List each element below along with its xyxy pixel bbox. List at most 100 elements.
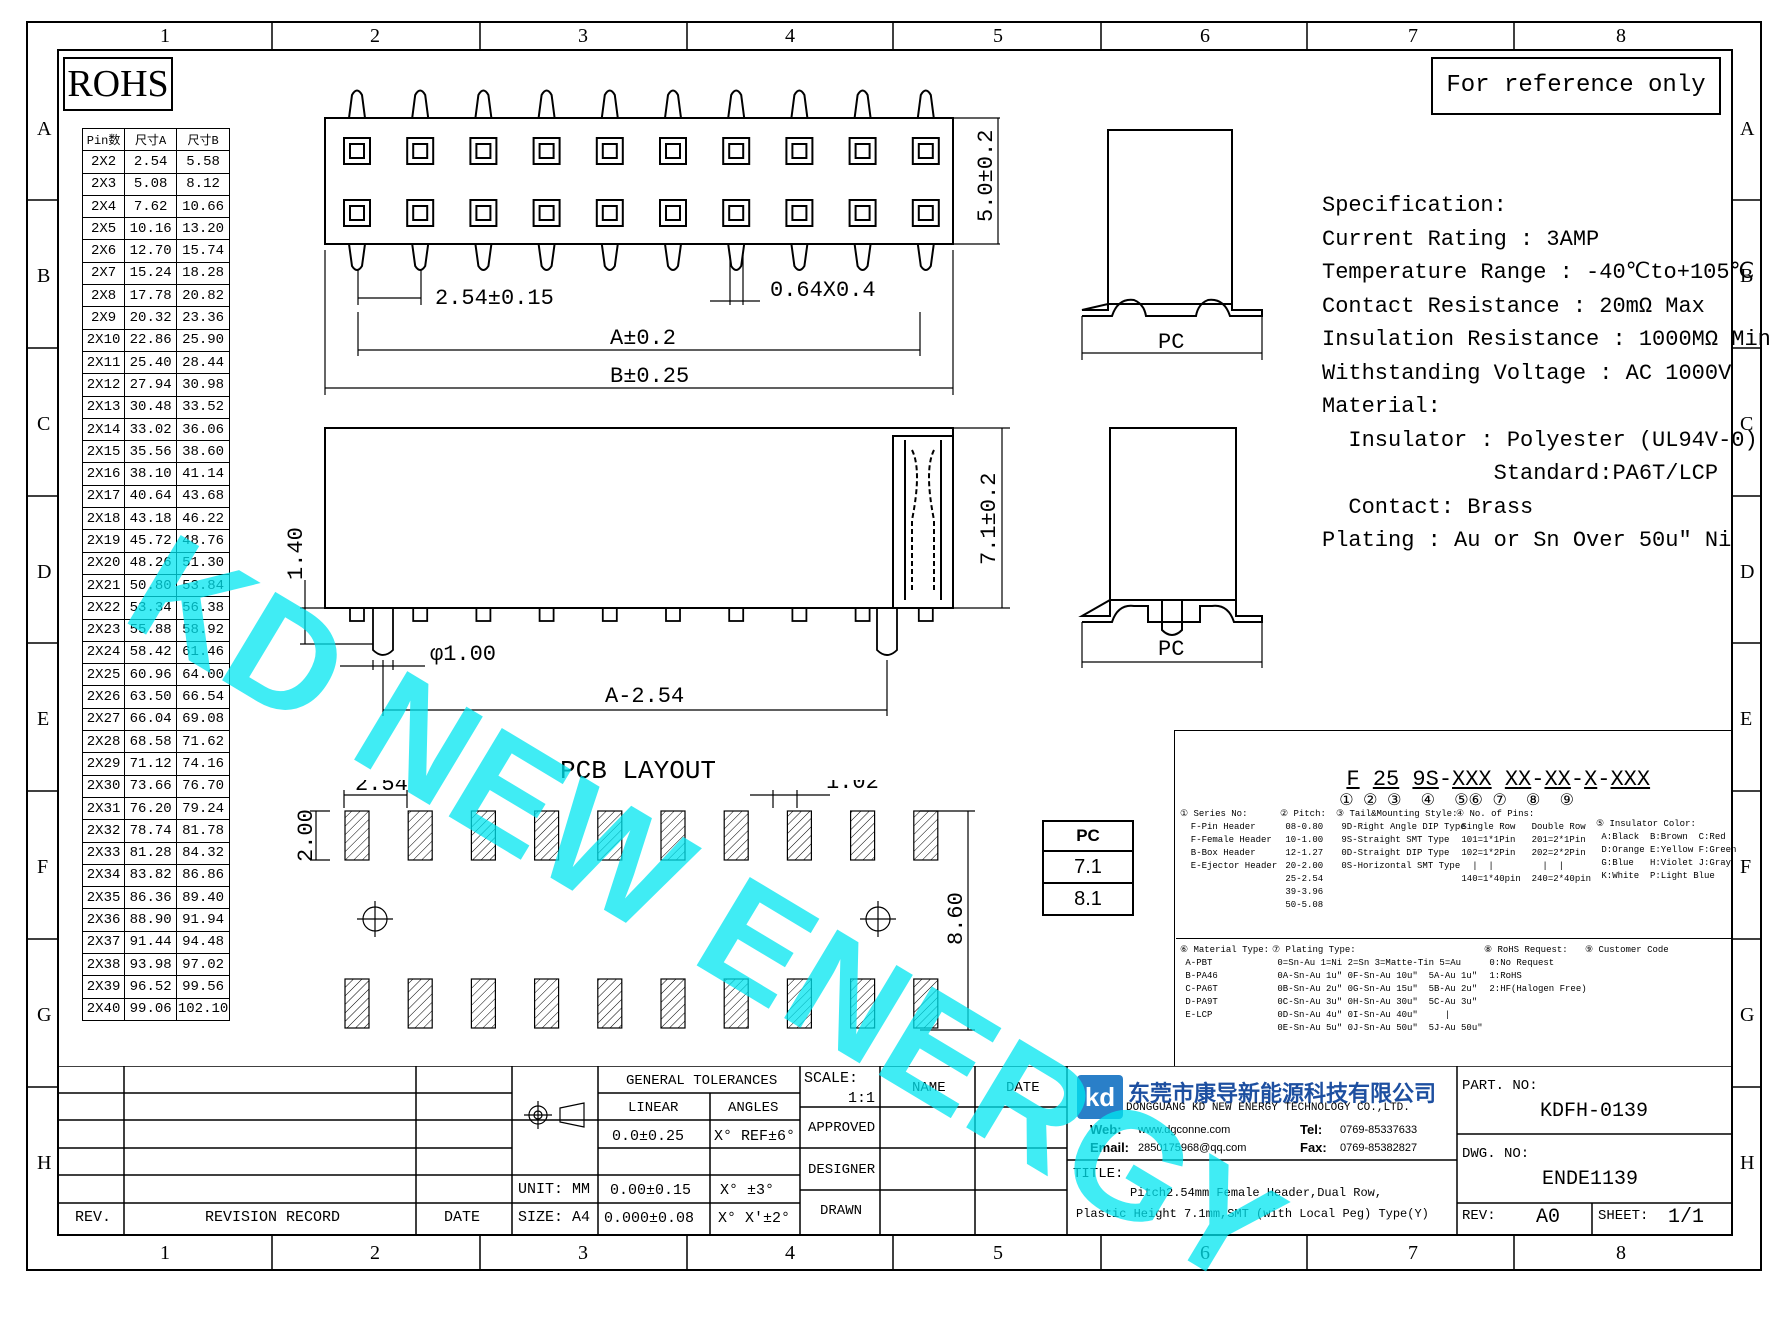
code-seg-6: X (1518, 767, 1532, 792)
part-code-block (1174, 730, 1732, 1066)
smt-leg (538, 607, 555, 622)
code-seg-3: 9S (1412, 767, 1439, 792)
company-logo-mark: kd (1084, 1082, 1116, 1112)
pin-table-cell-pins: 2X31 (81, 796, 126, 821)
pin-table-cell-a: 40.64 (124, 484, 178, 509)
end-views-drawing: PC PC (1078, 129, 1263, 668)
company-fax-label: Fax: (1300, 1140, 1327, 1155)
contact-hole-outer (722, 137, 751, 165)
pin-table-cell-a: 76.20 (124, 796, 178, 821)
code-seg-4: XXX (1452, 767, 1492, 792)
smt-leg (728, 607, 745, 622)
pcb-pad-top (849, 810, 876, 861)
code-block-material: ⑥ Material Type: A-PBT B-PA46 C-PA6T D-P… (1180, 945, 1270, 1020)
pcb-pad-bottom (533, 978, 560, 1029)
pin-table-cell-b: 64.00 (176, 663, 230, 687)
pin-table-cell-a: 81.28 (124, 841, 178, 865)
rev-header: REV. (75, 1209, 112, 1226)
pin-table-cell-pins: 2X12 (81, 373, 126, 397)
col-label-bottom-4: 4 (785, 1242, 795, 1264)
dim-pc-bottom: PC (1158, 637, 1184, 662)
top-pin-tail (600, 89, 619, 119)
code-block-pitch: ② Pitch: 08-0.80 10-1.00 12-1.27 20-2.00… (1280, 809, 1326, 910)
pcb-pad-top (344, 810, 370, 861)
col-label-bottom-7: 7 (1408, 1242, 1418, 1264)
sheet-label: SHEET: (1598, 1208, 1649, 1224)
code-seg-7: XX (1544, 767, 1571, 792)
pin-table-cell-b: 91.94 (176, 908, 230, 932)
pin-table-cell-b: 13.20 (176, 217, 230, 241)
pin-table-cell-b: 89.40 (176, 886, 230, 910)
pin-table-header: Pin数 尺寸A 尺寸B (81, 127, 230, 152)
col-label-bottom-6: 6 (1200, 1242, 1210, 1264)
pcb-pad-top (786, 810, 813, 861)
pin-table-cell-a: 71.12 (124, 752, 178, 776)
smt-leg (349, 607, 365, 622)
top-pin-tail (537, 89, 556, 119)
contact-hole-inner (412, 205, 429, 221)
code-seg-9: XXX (1610, 767, 1651, 792)
pc-table-option-81: 8.1 (1042, 884, 1134, 916)
pin-table-cell-pins: 2X25 (81, 663, 126, 687)
pin-table-cell-b: 58.92 (176, 618, 230, 642)
pin-table-cell-a: 2.54 (124, 150, 178, 174)
row-label-left-e: E (37, 708, 50, 730)
drawn-label: DRAWN (820, 1203, 863, 1219)
general-tolerances-header: GENERAL TOLERANCES (626, 1073, 778, 1089)
pin-table-cell-b: 23.36 (176, 306, 230, 330)
part-code-string: F 25 9S-XXX XX-XX-X-XXX (1346, 767, 1651, 792)
spec-line-voltage: Withstanding Voltage : AC 1000V (1322, 360, 1732, 386)
tol-linear-3: 0.000±0.08 (604, 1210, 695, 1227)
reference-label: For reference only (1446, 72, 1706, 99)
pin-table-cell-pins: 2X18 (81, 507, 126, 531)
scale-value: 1:1 (848, 1090, 876, 1107)
contact-hole-inner (538, 205, 555, 221)
tol-angle-1: X° REF±6° (714, 1128, 796, 1145)
bottom-pin-tail (664, 243, 682, 271)
tol-linear-2: 0.00±0.15 (610, 1182, 692, 1199)
top-pin-tail (664, 89, 682, 119)
pin-table-cell-pins: 2X14 (81, 417, 126, 442)
pin-table-cell-pins: 2X15 (81, 440, 126, 464)
spec-line-material: Material: (1322, 394, 1441, 419)
angles-header: ANGLES (728, 1100, 779, 1116)
dim-pad-height: 2.00 (294, 809, 319, 862)
pcb-pad-top (913, 810, 939, 861)
pin-table-cell-pins: 2X26 (81, 685, 126, 709)
name-header: NAME (912, 1080, 946, 1096)
dim-pcb-pitch: 2.54 (355, 780, 408, 797)
contact-hole-inner (412, 143, 429, 159)
pin-table-cell-a: 93.98 (124, 952, 178, 977)
code-index-2: ② (1363, 792, 1378, 810)
code-index-3: ③ (1387, 792, 1402, 810)
contact-hole-outer (911, 137, 940, 165)
pin-table-cell-a: 50.80 (124, 573, 178, 598)
top-pin-tail (916, 89, 935, 119)
contact-hole-inner (854, 143, 871, 159)
pin-table-cell-a: 91.44 (124, 930, 178, 954)
pin-table-cell-b: 69.08 (176, 707, 230, 732)
company-name-cn: 东莞市康导新能源科技有限公司 (1128, 1081, 1437, 1106)
title-label: TITLE: (1073, 1166, 1124, 1182)
title-line-1: Pitch2.54mm Female Header,Dual Row, (1130, 1186, 1383, 1200)
pin-table-cell-a: 63.50 (124, 685, 178, 709)
dwg-no-value: ENDE1139 (1542, 1168, 1639, 1191)
contact-hole-inner (917, 205, 934, 221)
contact-hole-inner (475, 143, 492, 159)
rev-label: REV: (1462, 1208, 1496, 1224)
pin-table-cell-pins: 2X20 (81, 551, 126, 575)
col-label-top-5: 5 (993, 25, 1003, 47)
rohs-box: ROHS (63, 57, 173, 111)
pcb-pad-bottom (597, 978, 623, 1029)
unit-label: UNIT: MM (518, 1181, 591, 1198)
company-email-label: Email: (1090, 1140, 1130, 1155)
